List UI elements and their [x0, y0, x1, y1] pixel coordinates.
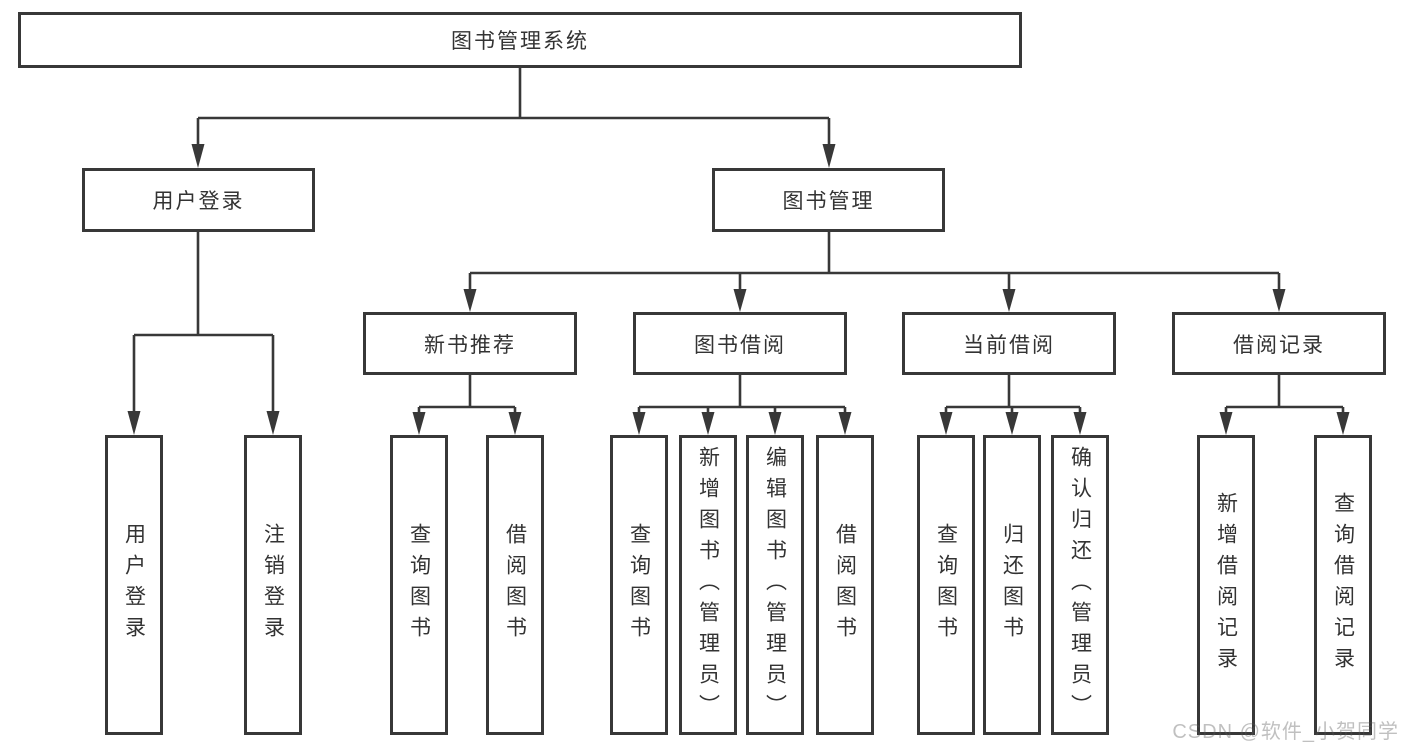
arrowheads-leaves — [412, 412, 1350, 435]
node-book-management: 图书管理 — [712, 168, 945, 232]
node-leaf-return-books: 归还图书 — [983, 435, 1041, 735]
node-leaf-user-login-label: 用户登录 — [122, 523, 146, 647]
node-leaf-add-borrow-record: 新增借阅记录 — [1197, 435, 1255, 735]
arrowheads-branches — [463, 289, 1286, 312]
node-borrowing-records: 借阅记录 — [1172, 312, 1386, 375]
node-current-borrowing-label: 当前借阅 — [963, 333, 1055, 357]
connector-book-borrow-to-leaves — [637, 375, 847, 414]
node-leaf-query-books-1-label: 查询图书 — [407, 523, 431, 647]
connector-current-borrow-to-leaves — [944, 375, 1082, 414]
node-leaf-query-books-2-label: 查询图书 — [627, 523, 651, 647]
node-leaf-borrow-books-1-label: 借阅图书 — [503, 523, 527, 647]
node-leaf-confirm-return-admin: 确认归还（管理员） — [1051, 435, 1109, 735]
node-user-login-label: 用户登录 — [152, 190, 245, 213]
node-book-borrowing-label: 图书借阅 — [694, 333, 786, 357]
node-leaf-logout-label: 注销登录 — [261, 523, 285, 647]
node-leaf-edit-books-admin-label: 编辑图书（管理员） — [763, 445, 787, 725]
node-leaf-query-books-3-label: 查询图书 — [934, 523, 958, 647]
connector-root-to-level2 — [196, 67, 831, 146]
node-book-management-label: 图书管理 — [782, 190, 875, 213]
node-new-book-recommendation-label: 新书推荐 — [424, 333, 516, 357]
node-leaf-confirm-return-admin-label: 确认归还（管理员） — [1068, 445, 1092, 725]
node-library-system: 图书管理系统 — [18, 12, 1022, 68]
connector-book-management-to-branches — [468, 232, 1281, 292]
connector-borrow-records-to-leaves — [1224, 375, 1345, 414]
node-leaf-add-books-admin: 新增图书（管理员） — [679, 435, 737, 735]
watermark: CSDN @软件_小贺同学 — [1172, 721, 1399, 743]
node-borrowing-records-label: 借阅记录 — [1233, 333, 1325, 357]
node-leaf-add-borrow-record-label: 新增借阅记录 — [1214, 492, 1238, 678]
node-leaf-borrow-books-2-label: 借阅图书 — [833, 523, 857, 647]
node-current-borrowing: 当前借阅 — [902, 312, 1116, 375]
node-library-system-label: 图书管理系统 — [451, 30, 589, 53]
node-leaf-logout: 注销登录 — [244, 435, 302, 735]
node-leaf-query-borrow-record-label: 查询借阅记录 — [1331, 492, 1355, 678]
node-book-borrowing: 图书借阅 — [633, 312, 847, 375]
node-leaf-edit-books-admin: 编辑图书（管理员） — [746, 435, 804, 735]
node-leaf-add-books-admin-label: 新增图书（管理员） — [696, 445, 720, 725]
node-new-book-recommendation: 新书推荐 — [363, 312, 577, 375]
node-leaf-borrow-books-2: 借阅图书 — [816, 435, 874, 735]
arrowheads-level2 — [191, 144, 836, 168]
connector-user-login-to-leaves — [132, 232, 275, 413]
node-leaf-query-books-2: 查询图书 — [610, 435, 668, 735]
node-leaf-return-books-label: 归还图书 — [1000, 523, 1024, 647]
connector-new-book-to-leaves — [417, 375, 517, 414]
arrowheads-user-login-leaves — [127, 411, 280, 435]
node-leaf-query-books-3: 查询图书 — [917, 435, 975, 735]
node-leaf-query-books-1: 查询图书 — [390, 435, 448, 735]
node-leaf-user-login: 用户登录 — [105, 435, 163, 735]
node-leaf-borrow-books-1: 借阅图书 — [486, 435, 544, 735]
node-leaf-query-borrow-record: 查询借阅记录 — [1314, 435, 1372, 735]
node-user-login: 用户登录 — [82, 168, 315, 232]
